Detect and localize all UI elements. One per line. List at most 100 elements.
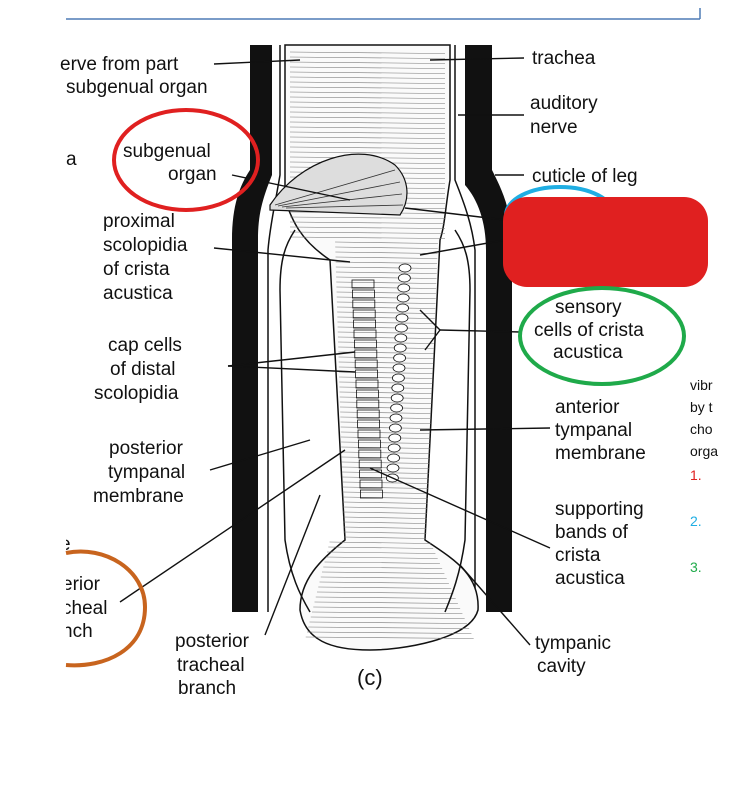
hatch-line	[340, 436, 431, 439]
hatch-line	[339, 391, 432, 394]
hatch-line	[320, 576, 447, 579]
red-redaction-block	[503, 197, 708, 287]
hatch-line	[336, 296, 436, 299]
hatch-line	[339, 401, 432, 404]
hatch-line	[289, 141, 446, 144]
label-subgenual: subgenual	[123, 141, 211, 162]
hatch-line	[342, 501, 428, 504]
label-tympanic: tympanic	[535, 633, 612, 654]
hatch-line	[335, 241, 438, 244]
hatch-line	[340, 406, 432, 409]
hatch-line	[341, 451, 430, 454]
label-cap-cells: cap cells	[108, 335, 182, 356]
hatch-line	[313, 606, 461, 609]
hatch-line	[309, 621, 467, 624]
hatch-line	[335, 266, 437, 269]
crista-sensory-cell	[398, 263, 412, 273]
label-subgenual-organ-line: subgenual organ	[66, 77, 208, 98]
hatch-line	[343, 506, 428, 509]
hatch-line	[315, 596, 456, 599]
hatch-line	[339, 376, 433, 379]
hatch-line	[289, 71, 446, 74]
hatch-line	[343, 526, 427, 529]
crista-cap-cell	[356, 399, 380, 409]
hatch-line	[311, 611, 463, 614]
crista-sensory-cell	[394, 333, 408, 343]
label-anterior: anterior	[555, 397, 620, 418]
hatch-line	[338, 356, 434, 359]
hatch-line	[340, 431, 431, 434]
hatch-line	[340, 416, 431, 419]
crista-cap-cell	[359, 469, 383, 479]
hatch-line	[289, 216, 446, 219]
crista-cap-cell	[357, 439, 381, 449]
crista-sensory-cell	[393, 343, 407, 353]
highlight-marks	[65, 108, 708, 668]
hatch-line	[328, 546, 434, 549]
hatch-line	[308, 626, 470, 629]
side-item-3: 3.	[690, 559, 702, 575]
side-text-1: vibr	[690, 377, 713, 393]
crista-sensory-cell	[388, 433, 402, 443]
crista-sensory-cell	[387, 443, 401, 453]
hatch-line	[289, 131, 446, 134]
hatch-line	[323, 566, 443, 569]
side-text-4: orga	[690, 443, 719, 459]
hatch-line	[341, 471, 429, 474]
label-cheal: cheal	[66, 598, 108, 619]
label-nerve-from-part: erve from part	[60, 54, 179, 75]
label-acustica-3: acustica	[555, 568, 625, 589]
label-organ: organ	[168, 164, 217, 185]
hatch-line	[343, 536, 427, 539]
side-item-2: 2.	[690, 513, 702, 529]
hatch-line	[289, 236, 446, 239]
label-tympanal: tympanal	[108, 462, 186, 483]
label-of-distal: of distal	[110, 359, 176, 380]
hatch-line	[341, 456, 430, 459]
green-circle	[518, 286, 686, 386]
hatch-line	[306, 631, 472, 634]
hatch-line	[289, 66, 446, 69]
label-nch: nch	[66, 621, 93, 642]
crista-cap-cell	[353, 339, 377, 349]
hatch-line	[343, 511, 428, 514]
hatch-line	[289, 91, 446, 94]
hatch-line	[325, 556, 438, 559]
hatch-line	[343, 516, 427, 519]
crista-cap-cell	[355, 379, 379, 389]
label-posterior-2: posterior	[175, 631, 249, 652]
tympanal-membranes	[279, 229, 471, 613]
hatch-line	[289, 221, 446, 224]
hatch-line	[289, 126, 446, 129]
label-of-crista: of crista	[103, 259, 170, 280]
leader-lines	[119, 57, 551, 646]
hatch-line	[305, 636, 474, 639]
label-acustica-2: acustica	[553, 342, 623, 363]
hatch-line	[342, 491, 428, 494]
crista-sensory-cell	[392, 363, 406, 373]
label-auditory: auditory	[530, 93, 598, 114]
label-cuticle: cuticle of leg	[532, 166, 638, 187]
hatch-line	[337, 306, 436, 309]
leg-cuticle	[232, 45, 512, 612]
crista-cap-cell	[351, 279, 375, 289]
hatch-line	[289, 106, 446, 109]
hatch-line	[336, 281, 437, 284]
crista-sensory-cell	[389, 413, 403, 423]
hatch-line	[336, 276, 437, 279]
label-crista: crista	[555, 545, 601, 566]
hatch-line	[289, 86, 446, 89]
hatch-line	[289, 96, 446, 99]
label-scolopidia: scolopidia	[103, 235, 188, 256]
label-membrane: membrane	[93, 486, 184, 507]
hatch-line	[335, 271, 437, 274]
crista-cap-cell	[355, 389, 379, 399]
label-erior: erior	[66, 574, 101, 595]
hatch-line	[341, 446, 430, 449]
hatch-line	[289, 136, 446, 139]
crista-sensory-cell	[391, 383, 405, 393]
hatch-line	[341, 466, 429, 469]
hatch-line	[338, 366, 433, 369]
hatch-line	[335, 261, 438, 264]
